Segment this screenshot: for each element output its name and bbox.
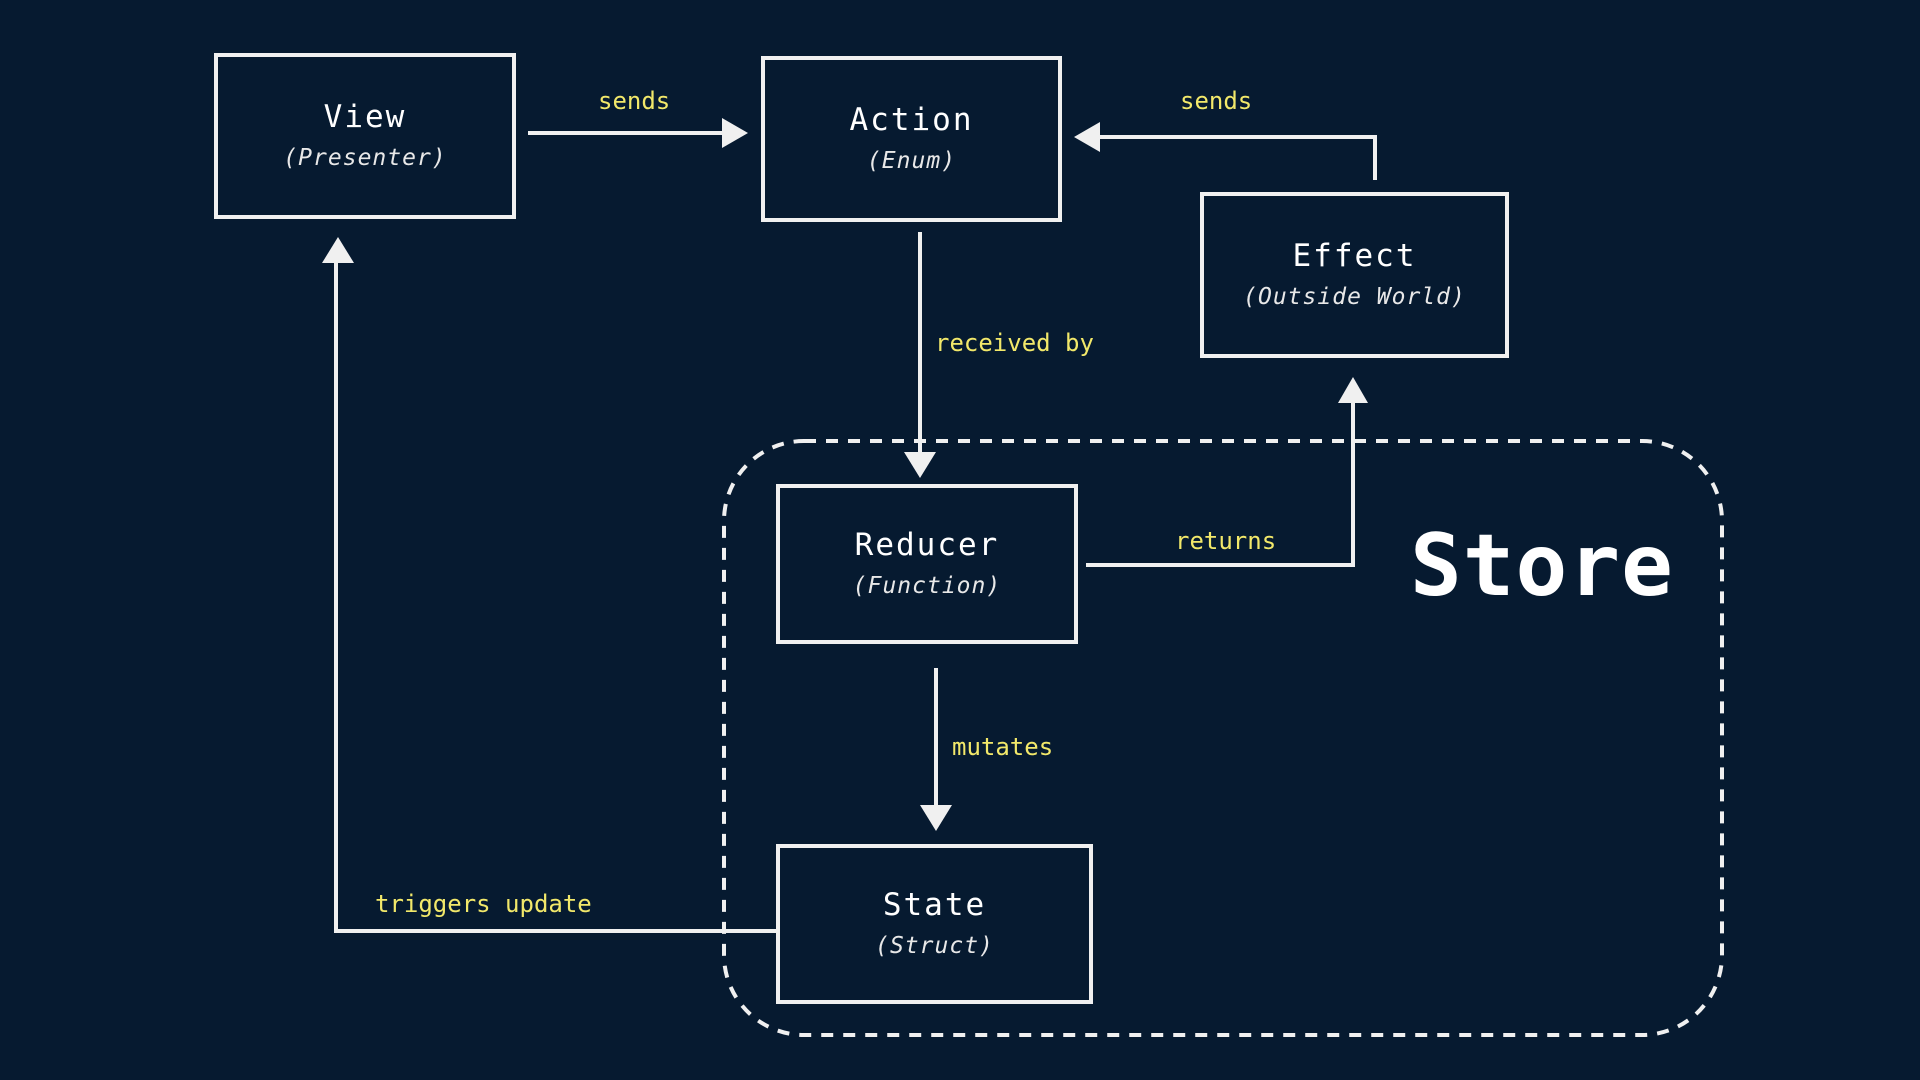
edge-line-state-to-view [334, 263, 776, 933]
node-state: State (Struct) [776, 844, 1093, 1004]
edge-label-effect-to-action: sends [1180, 87, 1253, 115]
arrowhead-view-to-action [722, 118, 748, 148]
node-action-subtitle: (Enum) [866, 148, 957, 174]
edge-line-reducer-to-effect [1086, 403, 1355, 567]
node-action: Action (Enum) [761, 56, 1062, 222]
arrowhead-effect-to-action [1074, 122, 1100, 152]
node-action-title: Action [849, 102, 974, 138]
edge-label-reducer-to-state: mutates [952, 733, 1054, 761]
store-title: Store [1410, 516, 1674, 616]
node-state-title: State [882, 887, 987, 923]
node-reducer: Reducer (Function) [776, 484, 1078, 644]
node-effect-title: Effect [1292, 238, 1417, 274]
node-view: View (Presenter) [214, 53, 516, 219]
node-effect: Effect (Outside World) [1200, 192, 1509, 358]
node-reducer-title: Reducer [854, 527, 1000, 563]
node-view-title: View [323, 99, 407, 135]
arrowhead-reducer-to-state [920, 805, 952, 831]
store-boundary [722, 439, 1724, 1037]
edge-label-action-to-reducer: received by [935, 329, 1094, 357]
edge-label-view-to-action: sends [598, 87, 671, 115]
edge-label-reducer-to-effect: returns [1175, 527, 1277, 555]
arrowhead-state-to-view [322, 237, 354, 263]
arrowhead-reducer-to-effect [1338, 377, 1368, 403]
edge-label-state-to-view: triggers update [375, 890, 592, 918]
edge-line-effect-to-action [1098, 135, 1377, 180]
node-state-subtitle: (Struct) [875, 933, 994, 959]
node-view-subtitle: (Presenter) [283, 145, 447, 171]
arrowhead-action-to-reducer [904, 452, 936, 478]
node-reducer-subtitle: (Function) [852, 573, 1002, 599]
node-effect-subtitle: (Outside World) [1243, 284, 1466, 310]
